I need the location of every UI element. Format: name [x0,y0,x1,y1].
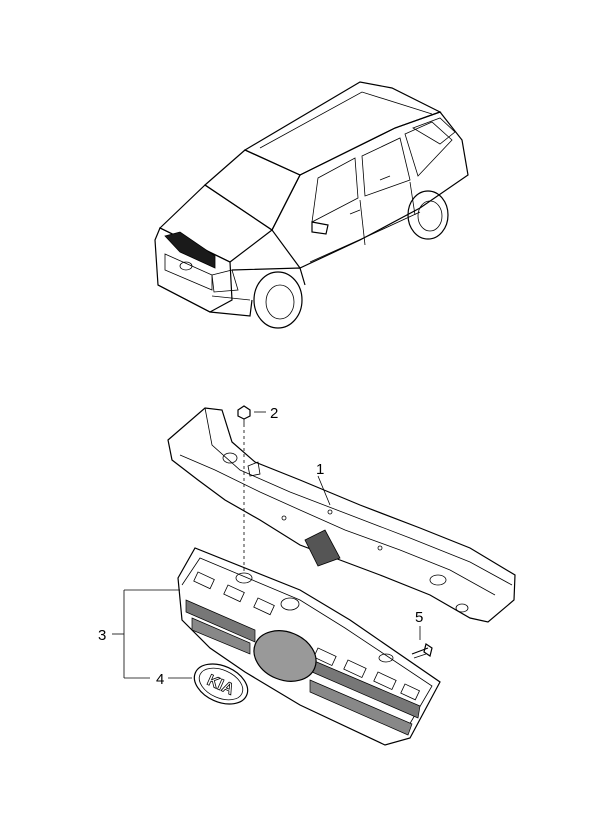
push-clip [237,405,251,424]
callout-1: 1 [316,461,324,478]
callout-2: 2 [270,405,278,422]
grille-mesh [185,599,421,736]
callout-5: 5 [415,609,423,626]
grille-upper-slots [193,571,421,701]
callout-4: 4 [156,671,164,688]
leader-lines [112,411,421,679]
callout-3: 3 [98,627,106,644]
radiator-upper-panel [167,407,516,623]
vehicle-illustration [154,81,469,329]
radiator-grille [177,547,441,746]
kia-emblem: KIA [193,663,249,705]
tapping-screw [411,643,433,659]
